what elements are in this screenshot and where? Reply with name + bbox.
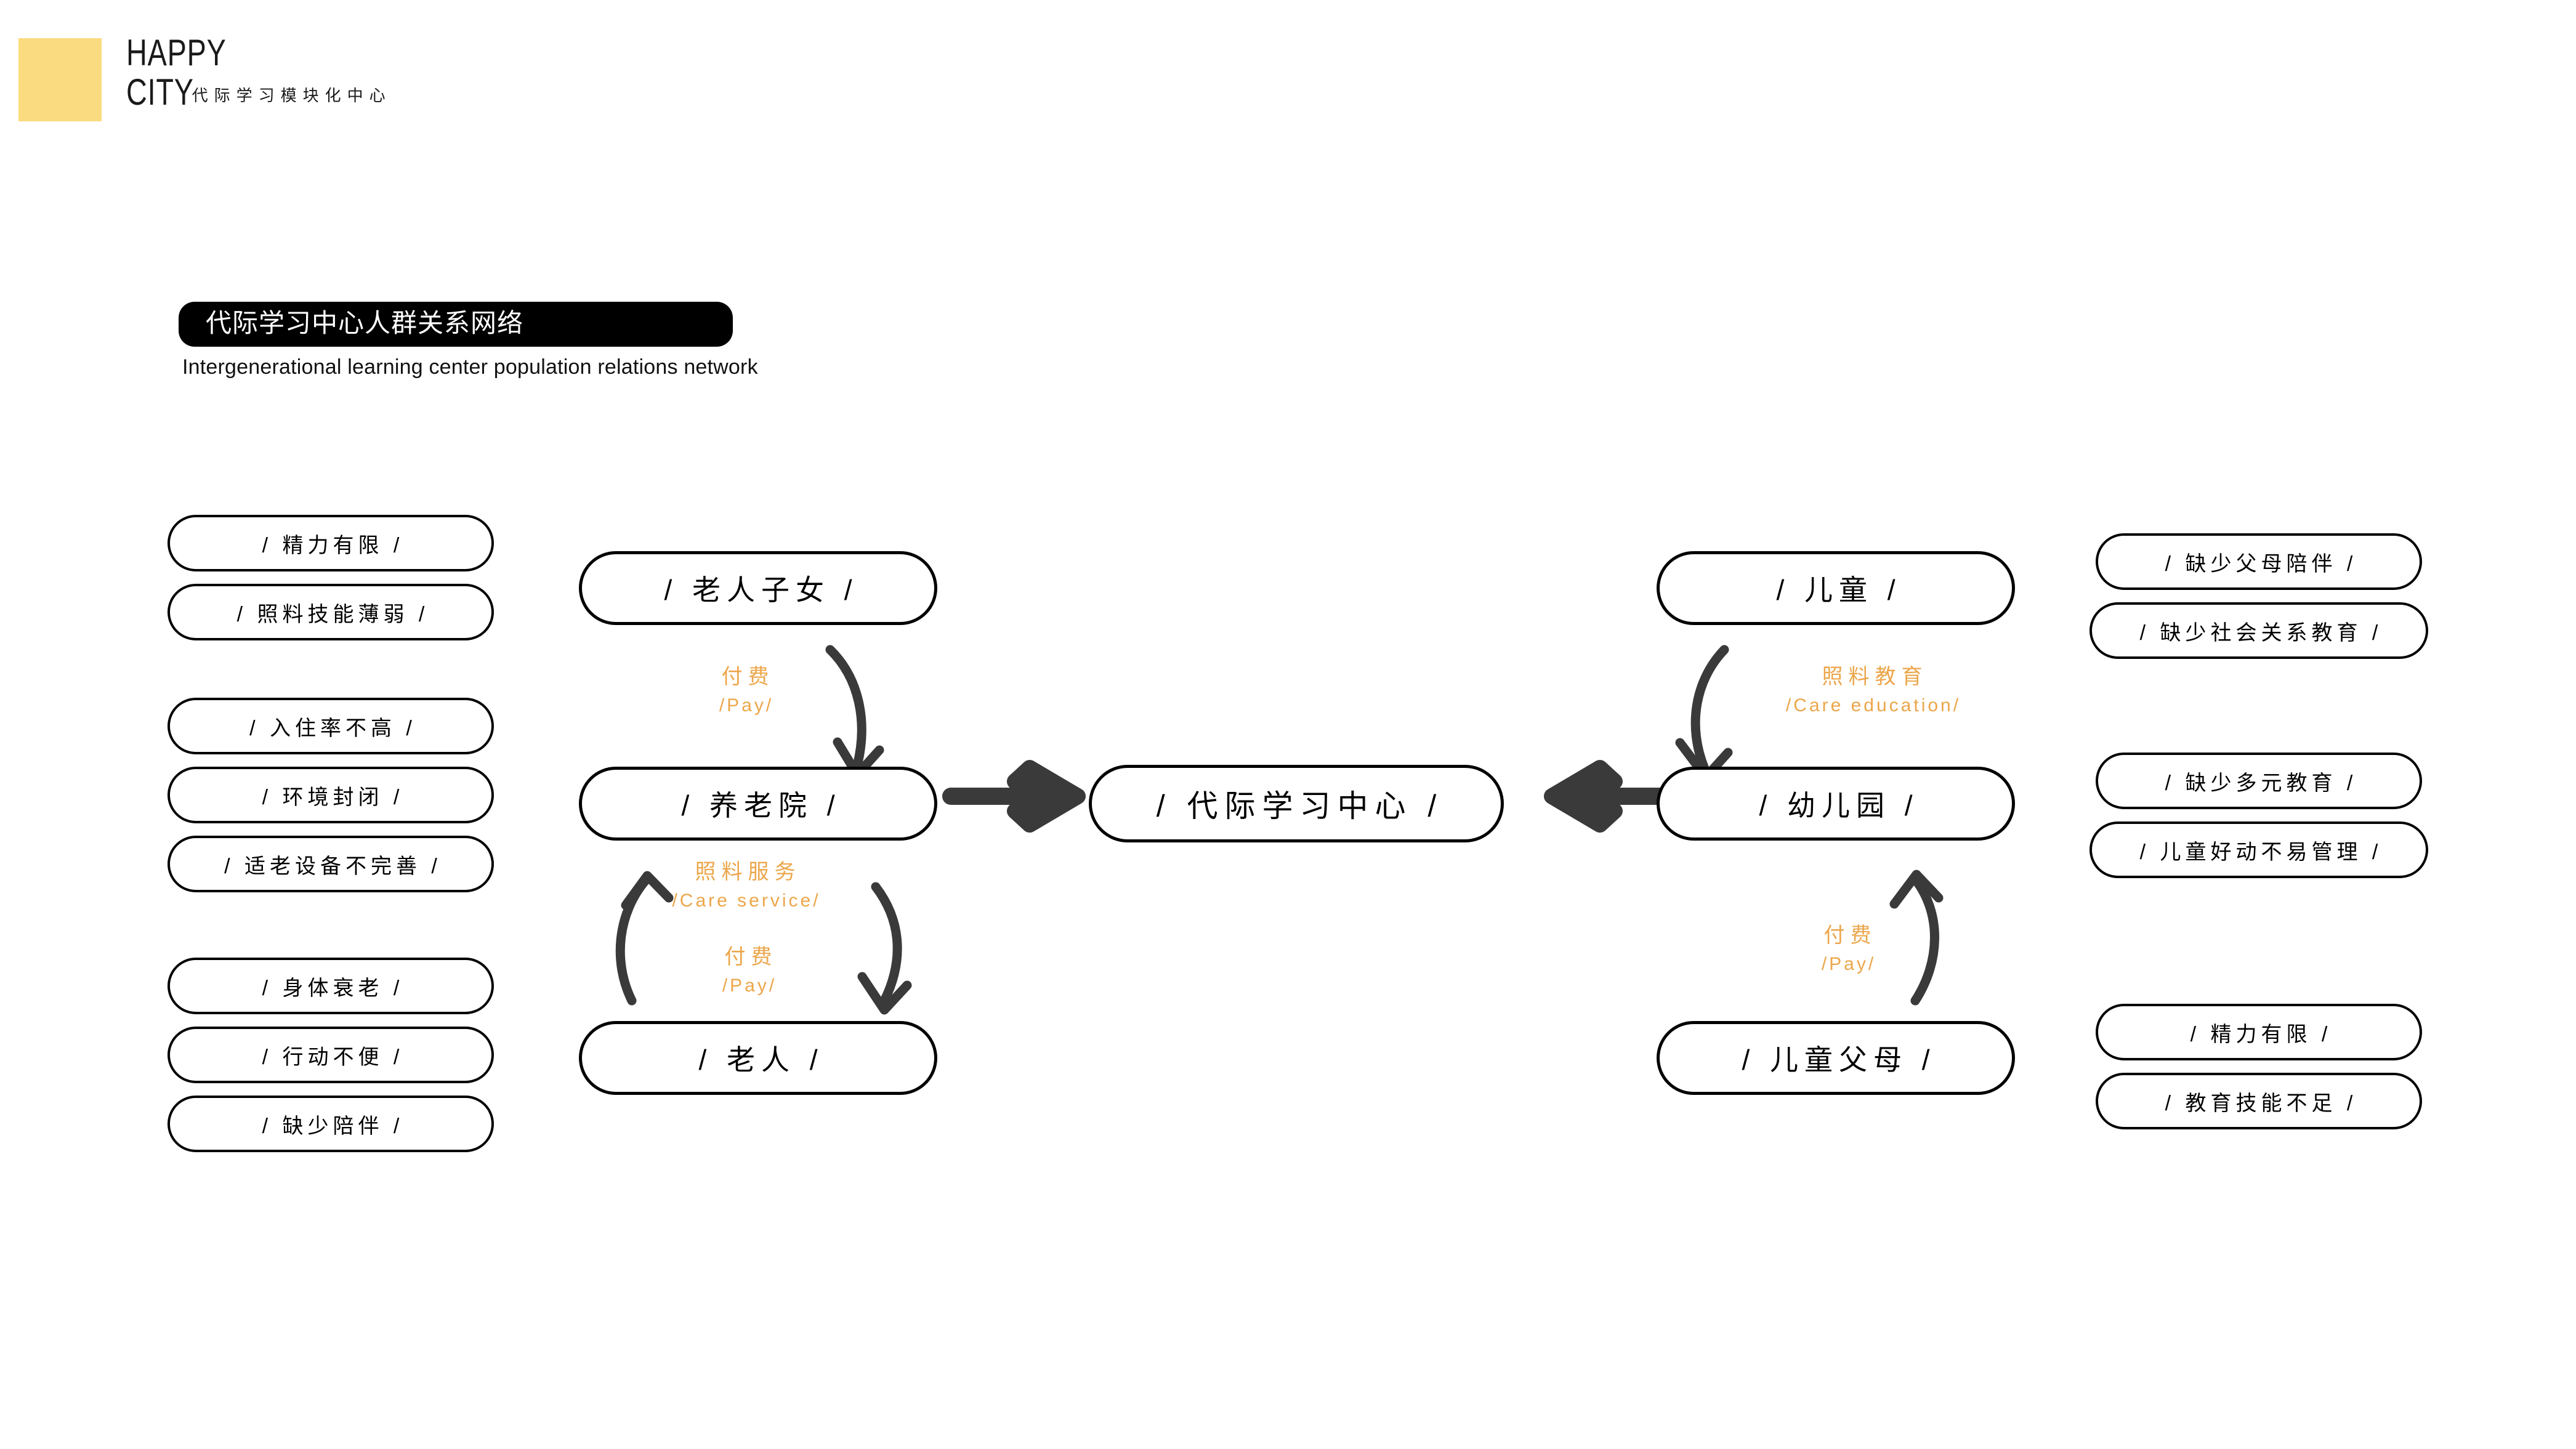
edge-label-cn: 付费: [724, 945, 778, 969]
brand-logo: HAPPY CITY 代际学习模块化中心: [18, 33, 392, 121]
edge-label-en: /Care education/: [1785, 695, 1961, 716]
tag-right-3-1[interactable]: / 精力有限 /: [2096, 1004, 2422, 1060]
tag-left-1-2[interactable]: / 照料技能薄弱 /: [168, 584, 494, 640]
edge-label-cn: 照料教育: [1822, 665, 1928, 688]
tag-left-3-3[interactable]: / 缺少陪伴 /: [168, 1096, 494, 1152]
page-title: 代际学习中心人群关系网络: [179, 302, 733, 347]
curve-arrow-pay-elders: [857, 882, 912, 1015]
brand-line-city: CITY: [126, 71, 194, 113]
brand-subtitle-cn: 代际学习模块化中心: [192, 86, 392, 105]
node-intergenerational-center[interactable]: / 代际学习中心 /: [1089, 765, 1504, 842]
edge-label-en: /Pay/: [719, 695, 774, 716]
tag-right-2-2[interactable]: / 儿童好动不易管理 /: [2089, 821, 2428, 878]
brand-line-happy: HAPPY: [126, 32, 227, 73]
edge-label-cn: 付费: [721, 665, 775, 688]
edge-label-en: /Pay/: [722, 975, 777, 996]
node-children[interactable]: / 儿童 /: [1657, 551, 2015, 625]
tag-left-1-1[interactable]: / 精力有限 /: [168, 515, 494, 571]
tag-right-1-2[interactable]: / 缺少社会关系教育 /: [2089, 602, 2428, 659]
edge-label-pay-elders: 付费 /Pay/: [671, 942, 825, 999]
tag-left-3-1[interactable]: / 身体衰老 /: [168, 958, 494, 1014]
curve-arrow-care-education: [1675, 645, 1733, 782]
tag-left-2-3[interactable]: / 适老设备不完善 /: [168, 836, 494, 892]
edge-label-pay-elder-children: 付费 /Pay/: [668, 662, 822, 719]
section-title: 代际学习中心人群关系网络 Intergenerational learning …: [179, 302, 758, 379]
edge-label-cn: 付费: [1823, 924, 1877, 947]
arrow-nursing-to-center: [942, 760, 1086, 833]
edge-label-care-service: 照料服务 /Care service/: [634, 857, 856, 914]
tag-right-1-1[interactable]: / 缺少父母陪伴 /: [2096, 533, 2422, 590]
brand-color-swatch: [18, 38, 102, 121]
edge-label-care-education: 照料教育 /Care education/: [1743, 662, 2001, 719]
node-nursing-home[interactable]: / 养老院 /: [579, 767, 937, 841]
brand-wordmark: HAPPY CITY 代际学习模块化中心: [126, 33, 392, 112]
edge-label-en: /Pay/: [1821, 954, 1876, 975]
tag-right-3-2[interactable]: / 教育技能不足 /: [2096, 1073, 2422, 1129]
curve-arrow-pay-elder-children: [825, 645, 884, 780]
node-elder-children[interactable]: / 老人子女 /: [579, 551, 937, 625]
node-kindergarten[interactable]: / 幼儿园 /: [1657, 767, 2015, 841]
tag-left-2-1[interactable]: / 入住率不高 /: [168, 698, 494, 754]
tag-left-3-2[interactable]: / 行动不便 /: [168, 1027, 494, 1083]
edge-label-pay-child-parents: 付费 /Pay/: [1770, 921, 1924, 978]
edge-label-cn: 照料服务: [695, 860, 801, 884]
node-elders[interactable]: / 老人 /: [579, 1021, 937, 1095]
tag-left-2-2[interactable]: / 环境封闭 /: [168, 767, 494, 823]
node-child-parents[interactable]: / 儿童父母 /: [1657, 1021, 2015, 1095]
edge-label-en: /Care service/: [672, 890, 821, 911]
page-subtitle: Intergenerational learning center popula…: [182, 355, 758, 379]
tag-right-2-1[interactable]: / 缺少多元教育 /: [2096, 753, 2422, 809]
